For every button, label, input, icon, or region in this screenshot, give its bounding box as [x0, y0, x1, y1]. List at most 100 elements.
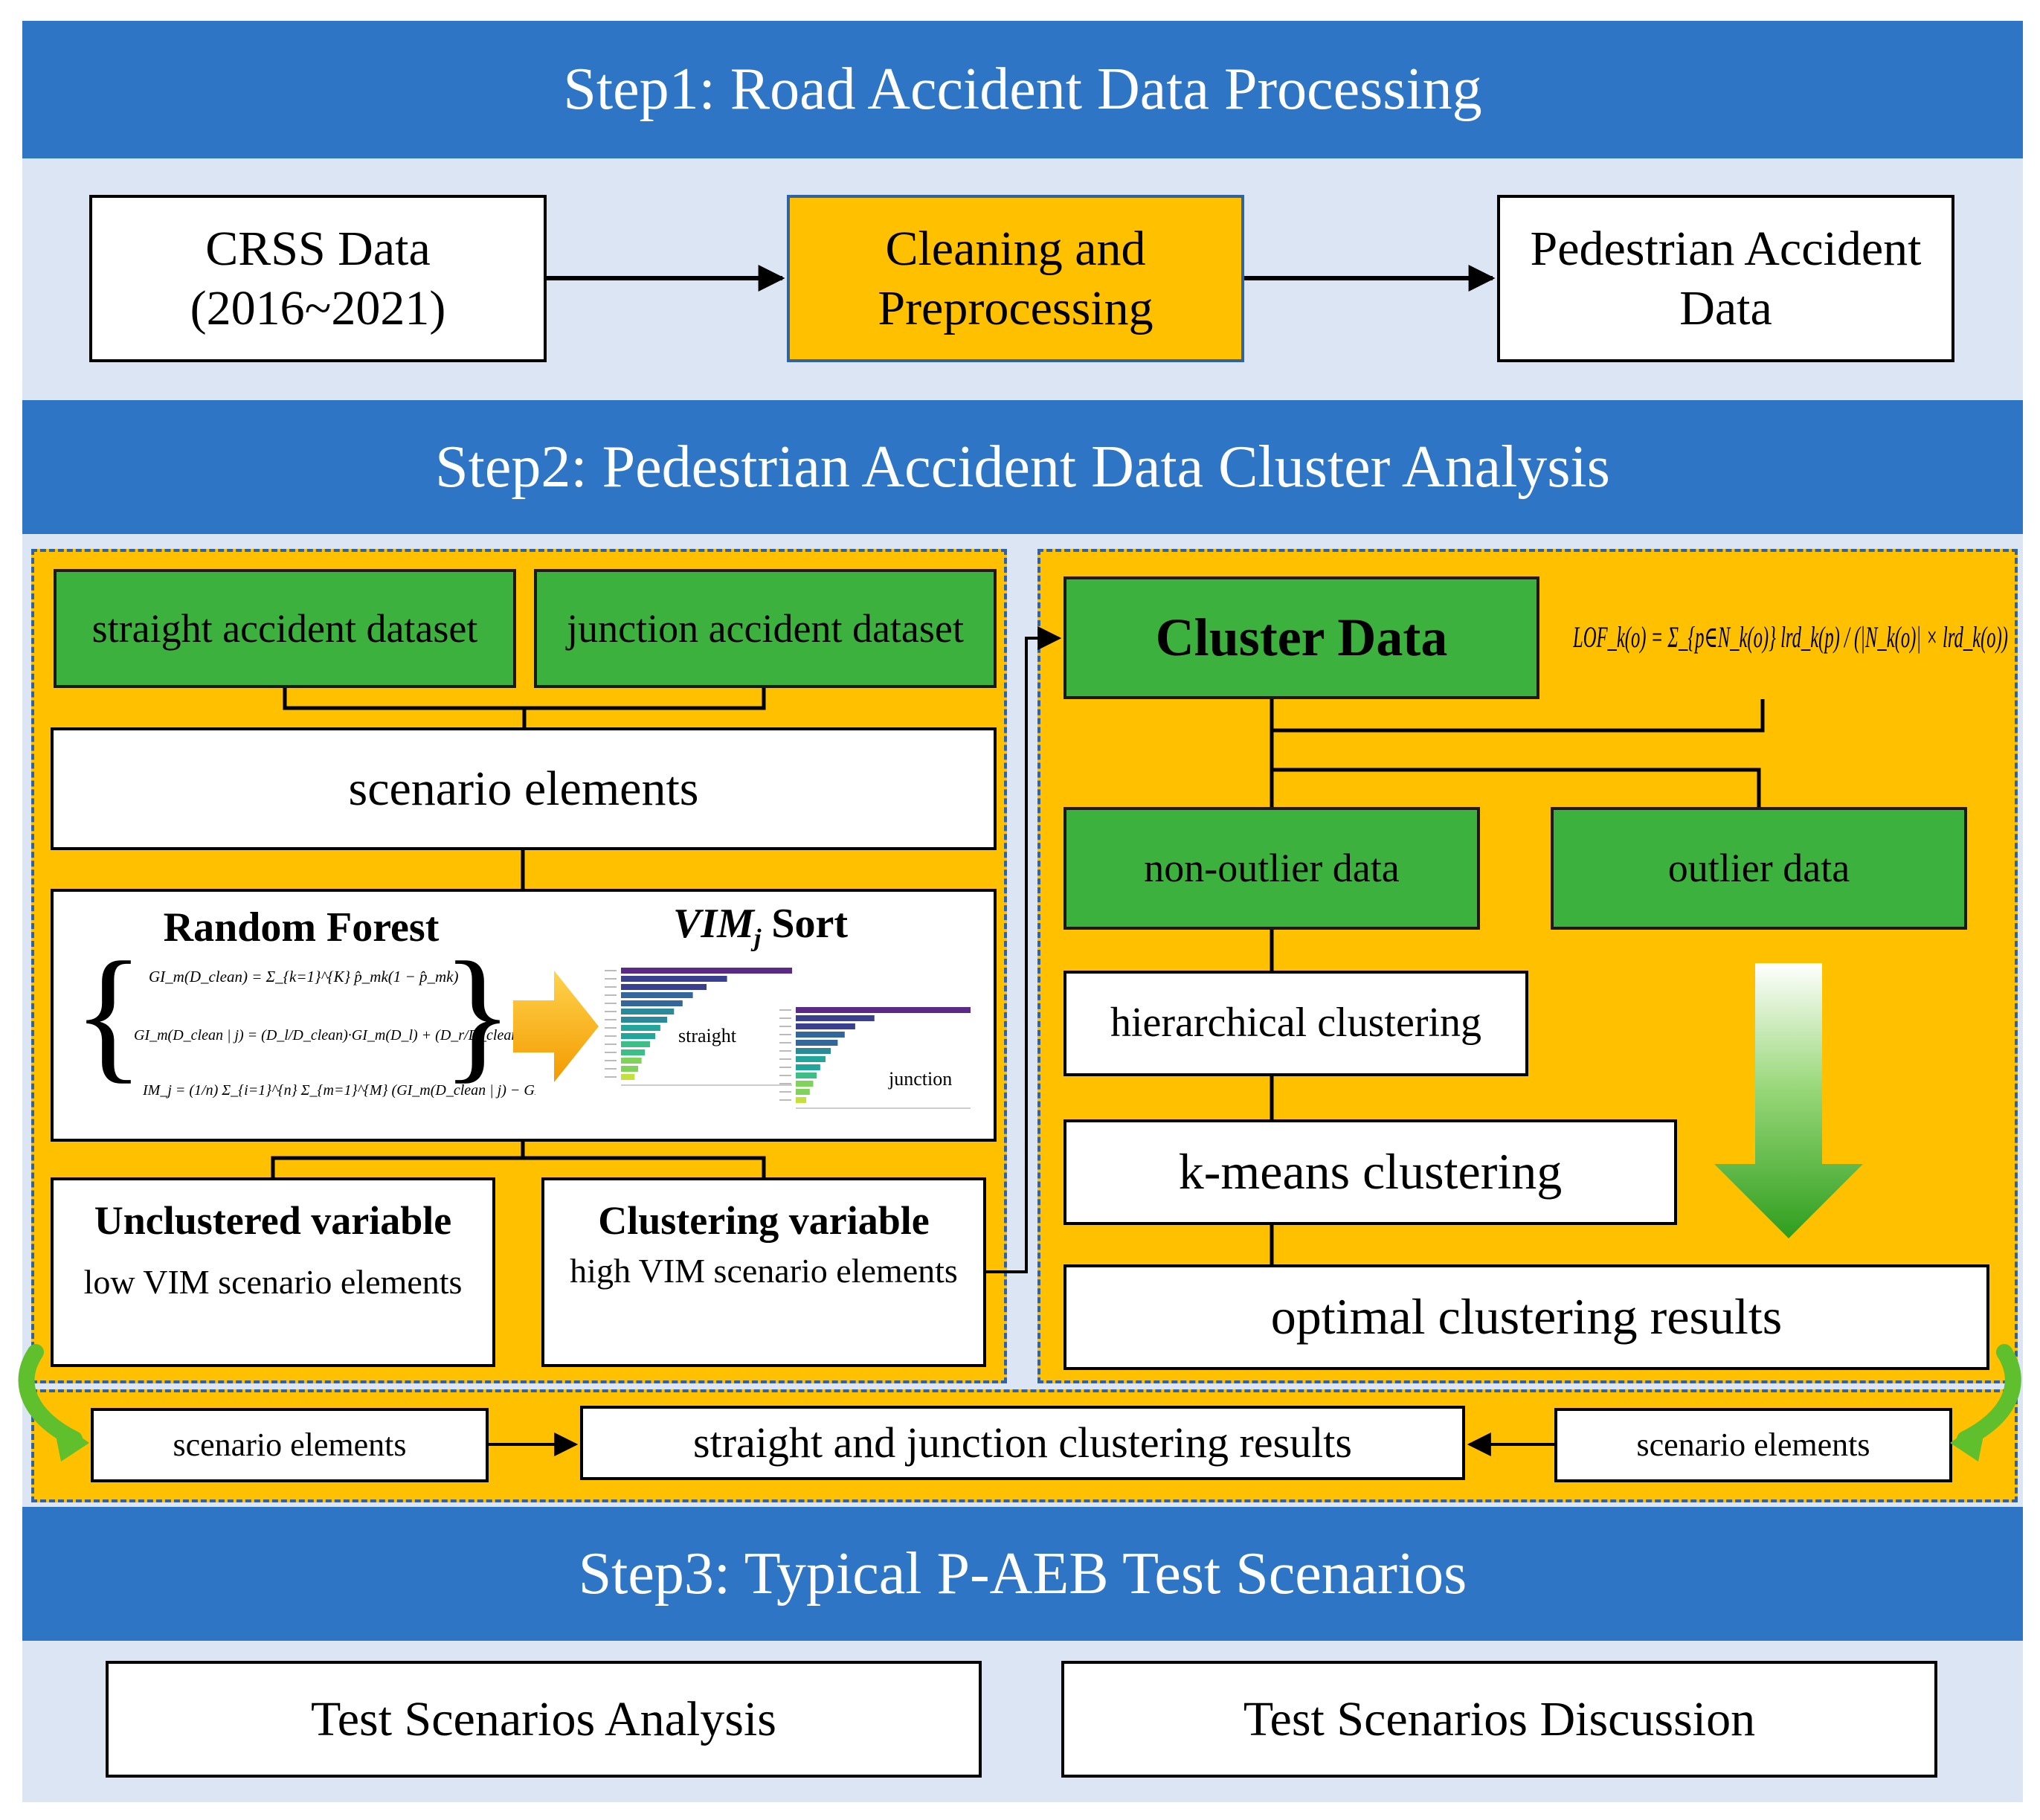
- non-outlier-label: non-outlier data: [1144, 846, 1400, 891]
- vim-bar-tick: [779, 1091, 791, 1093]
- vim-bar-tick: [605, 1011, 617, 1012]
- hierarchical-box: hierarchical clustering: [1064, 971, 1528, 1076]
- kmeans-box: k-means clustering: [1064, 1119, 1677, 1225]
- vim-bar: [796, 1048, 831, 1054]
- vim-bar-tick: [779, 1026, 791, 1027]
- straight-dataset-label: straight accident dataset: [91, 605, 478, 651]
- unclustered-title: Unclustered variable: [94, 1198, 452, 1243]
- formula-gini: GI_m(D_clean) = Σ_{k=1}^{K} p̂_mk(1 − p̂…: [149, 968, 458, 985]
- right-brace: {: [442, 952, 513, 1096]
- optimal-results-box: optimal clustering results: [1064, 1264, 1989, 1370]
- vim-sort-suffix: Sort: [761, 901, 849, 947]
- crss-data-box: CRSS Data (2016~2021): [89, 195, 547, 362]
- vim-bar-tick: [779, 1042, 791, 1044]
- vim-bar: [796, 1081, 814, 1087]
- random-forest-title: Random Forest: [163, 904, 440, 951]
- vim-bar-tick: [779, 1075, 791, 1076]
- straight-chart-label: straight: [678, 1025, 736, 1046]
- vim-bar: [621, 984, 707, 990]
- scenario-elements-box: scenario elements: [51, 727, 997, 850]
- vim-bar: [796, 1040, 838, 1046]
- vim-bar-tick: [605, 1044, 617, 1045]
- test-discussion-box: Test Scenarios Discussion: [1061, 1661, 1937, 1778]
- vim-bar: [796, 1032, 845, 1038]
- kmeans-label: k-means clustering: [1178, 1143, 1563, 1200]
- vim-bar: [621, 1066, 638, 1072]
- vim-bar: [621, 1049, 646, 1055]
- vim-bar: [796, 1007, 971, 1013]
- vim-bar-tick: [605, 986, 617, 988]
- vim-sub: j: [753, 925, 762, 953]
- left-curved-arrow-icon: [18, 1344, 83, 1447]
- step2-title: Step2: Pedestrian Accident Data Cluster …: [435, 434, 1610, 500]
- vim-bar: [796, 1023, 855, 1029]
- step3-header: Step3: Typical P-AEB Test Scenarios: [22, 1507, 2023, 1641]
- vim-bar: [796, 1015, 875, 1021]
- step3-title: Step3: Typical P-AEB Test Scenarios: [578, 1540, 1467, 1607]
- pedestrian-data-label-2: Data: [1679, 280, 1772, 335]
- vim-bar-tick: [605, 1027, 617, 1029]
- junction-dataset-label: junction accident dataset: [567, 605, 964, 651]
- bottom-left-elements-label: scenario elements: [173, 1426, 407, 1463]
- vim-bar-tick: [605, 1076, 617, 1078]
- lof-formula: LOF_k(o) = Σ_{p∈N_k(o)} lrd_k(p) / (|N_k…: [1573, 620, 2008, 654]
- vim-bar: [621, 1074, 635, 1080]
- lof-formula-text: LOF_k(o) = Σ_{p∈N_k(o)} lrd_k(p) / (|N_k…: [1573, 620, 2008, 654]
- vim-bar: [621, 1009, 675, 1014]
- vim-bar: [621, 1017, 668, 1023]
- vim-bar: [796, 1056, 826, 1062]
- random-forest-formulas: { { GI_m(D_clean) = Σ_{k=1}^{K} p̂_mk(1 …: [73, 952, 535, 1099]
- cleaning-label-2: Preprocessing: [878, 280, 1153, 335]
- junction-dataset-box: junction accident dataset: [534, 569, 997, 688]
- outlier-label: outlier data: [1667, 846, 1850, 891]
- vim-bar: [621, 1058, 642, 1064]
- bottom-right-elements-label: scenario elements: [1636, 1426, 1870, 1463]
- straight-dataset-box: straight accident dataset: [54, 569, 516, 688]
- cluster-data-label: Cluster Data: [1155, 608, 1448, 668]
- vim-bar-tick: [605, 970, 617, 971]
- vim-var: VIM: [673, 901, 754, 947]
- vim-bar: [796, 1097, 807, 1103]
- green-down-arrow-icon: [1714, 963, 1863, 1238]
- vim-bar-tick: [779, 1058, 791, 1060]
- vim-bar-tick: [605, 978, 617, 980]
- unclustered-subtitle: low VIM scenario elements: [83, 1263, 463, 1301]
- vim-bar-tick: [605, 1068, 617, 1070]
- vim-bar: [796, 1089, 810, 1095]
- vim-bar: [796, 1064, 820, 1070]
- junction-vim-chart: [779, 1007, 971, 1109]
- orange-right-arrow-icon: [513, 971, 599, 1082]
- vim-bar-tick: [779, 1034, 791, 1035]
- vim-bar: [621, 1025, 660, 1031]
- vim-bar-tick: [779, 1050, 791, 1052]
- test-analysis-box: Test Scenarios Analysis: [106, 1661, 982, 1778]
- formula-vim: IM_j = (1/n) Σ_{i=1}^{n} Σ_{m=1}^{M} (GI…: [142, 1082, 535, 1099]
- junction-chart-label: junction: [889, 1068, 953, 1090]
- vim-bar-tick: [605, 1060, 617, 1061]
- left-brace: {: [73, 952, 144, 1096]
- vim-bar-tick: [779, 1067, 791, 1068]
- cluster-data-box: Cluster Data: [1064, 576, 1539, 699]
- test-analysis-label: Test Scenarios Analysis: [311, 1691, 776, 1746]
- crss-data-years: (2016~2021): [190, 280, 446, 335]
- right-curved-arrow-icon: [1957, 1344, 2021, 1447]
- vim-bar-tick: [779, 1083, 791, 1084]
- crss-data-label: CRSS Data: [205, 222, 431, 277]
- step1-title: Step1: Road Accident Data Processing: [563, 57, 1482, 122]
- bottom-results-label: straight and junction clustering results: [693, 1418, 1352, 1467]
- hierarchical-label: hierarchical clustering: [1110, 1000, 1482, 1046]
- unclustered-variable-box: [51, 1177, 495, 1367]
- outlier-box: outlier data: [1551, 807, 1967, 930]
- bottom-results-box: straight and junction clustering results: [580, 1406, 1465, 1480]
- vim-bar: [621, 1000, 683, 1006]
- vim-bar: [621, 968, 792, 974]
- clustering-title: Clustering variable: [598, 1198, 930, 1243]
- vim-bar: [796, 1073, 817, 1078]
- clustering-variable-box: [541, 1177, 986, 1367]
- formula-split: GI_m(D_clean | j) = (D_l/D_clean)·GI_m(D…: [134, 1027, 535, 1044]
- test-discussion-label: Test Scenarios Discussion: [1243, 1691, 1756, 1746]
- cleaning-box: Cleaning and Preprocessing: [787, 195, 1244, 362]
- vim-bar: [621, 992, 693, 998]
- vim-bar-tick: [605, 994, 617, 996]
- vim-bar: [621, 1033, 655, 1039]
